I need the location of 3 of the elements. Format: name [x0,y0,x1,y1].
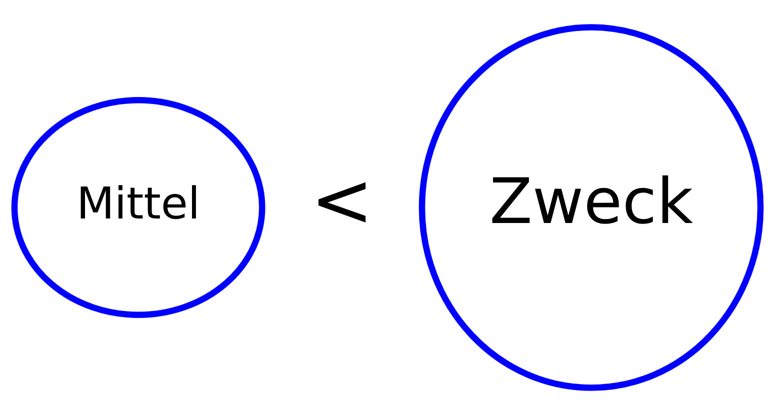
node-circle: Zweck [418,24,764,390]
label: < [310,156,374,244]
node-ellipse: Mittel [11,96,266,318]
